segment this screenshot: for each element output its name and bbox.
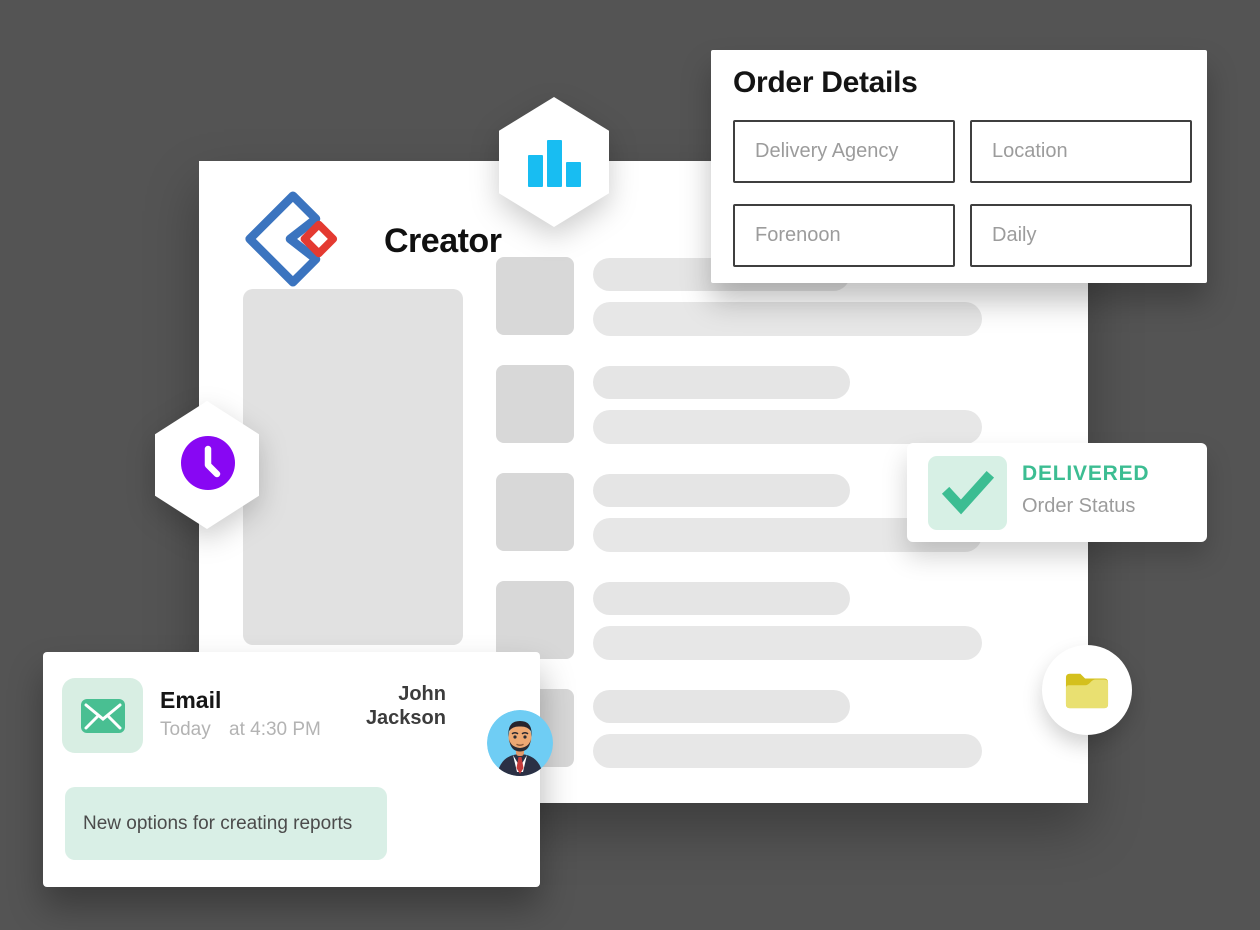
placeholder-square — [496, 473, 574, 551]
location-input[interactable] — [970, 120, 1192, 183]
email-date: Today — [160, 719, 211, 740]
placeholder-line-long — [593, 302, 982, 336]
email-card: Email Today at 4:30 PM John Jackson New … — [43, 652, 553, 887]
creator-logo-icon — [245, 191, 338, 287]
delivery-agency-input[interactable] — [733, 120, 955, 183]
email-app-name: Email — [160, 687, 222, 713]
placeholder-square — [496, 365, 574, 443]
order-details-title: Order Details — [733, 66, 918, 99]
placeholder-square — [496, 257, 574, 335]
order-details-form — [733, 120, 1192, 267]
hexagon-clock-badge — [155, 401, 259, 529]
order-details-card: Order Details — [711, 50, 1207, 283]
email-message-bubble: New options for creating reports — [65, 787, 387, 860]
order-status-card: DELIVERED Order Status — [907, 443, 1207, 542]
sidebar-placeholder — [243, 289, 463, 645]
placeholder-line-short — [593, 690, 850, 723]
email-time: at 4:30 PM — [229, 719, 321, 740]
forenoon-input[interactable] — [733, 204, 955, 267]
email-message-text: New options for creating reports — [83, 812, 353, 834]
placeholder-square — [496, 581, 574, 659]
avatar — [487, 710, 553, 776]
order-status-value: DELIVERED — [1022, 462, 1150, 485]
daily-input[interactable] — [970, 204, 1192, 267]
placeholder-line-short — [593, 366, 850, 399]
placeholder-line-long — [593, 410, 982, 444]
order-status-label: Order Status — [1022, 495, 1136, 517]
folder-icon — [1065, 673, 1109, 709]
placeholder-line-long — [593, 626, 982, 660]
creator-logo: Creator — [243, 188, 543, 287]
placeholder-line-short — [593, 474, 850, 507]
clock-icon — [181, 436, 235, 490]
creator-logo-text: Creator — [384, 222, 502, 260]
placeholder-line-short — [593, 582, 850, 615]
folder-badge — [1042, 645, 1132, 735]
email-sender-name: John Jackson — [365, 683, 446, 729]
envelope-icon — [62, 678, 143, 753]
check-icon — [928, 456, 1007, 530]
placeholder-line-long — [593, 734, 982, 768]
hexagon-chart-badge — [499, 97, 609, 227]
